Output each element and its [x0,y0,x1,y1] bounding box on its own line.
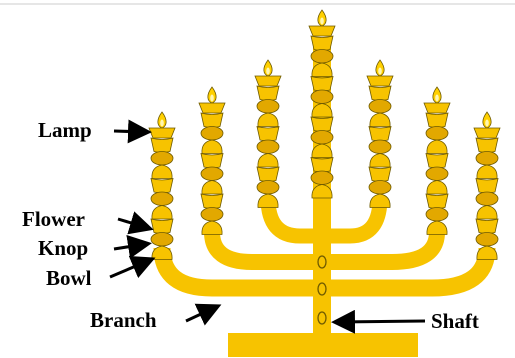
lamp-column [424,87,450,235]
bowl [369,127,391,142]
knop [201,127,223,141]
labels: Lamp Flower Knop Bowl Branch Shaft [22,118,479,333]
knop [311,50,333,64]
bowl [369,86,391,101]
knop [426,167,448,181]
knop [476,152,498,166]
bowl [426,194,448,209]
label-branch: Branch [90,308,157,332]
lamp-cup [367,76,393,86]
knop [369,140,391,154]
lamp-cup [474,128,500,138]
lamp-cup [149,128,175,138]
knop [311,131,333,145]
lamp-cup [424,103,450,113]
bowl [426,154,448,169]
flame-core [485,120,489,127]
bowl [311,36,333,51]
bowl [476,179,498,194]
flame-core [160,120,164,127]
knop [311,90,333,104]
flame-core [435,95,439,102]
lamp-column [149,112,175,260]
flower [370,113,390,127]
flower [477,206,497,220]
arrow-branch [186,307,216,321]
knop [426,127,448,141]
flower [258,194,278,208]
label-knop: Knop [38,236,88,260]
knop [476,233,498,247]
knop [257,100,279,114]
lamp-cup [255,76,281,86]
bowl [151,138,173,153]
bowl [257,167,279,182]
lamp-column [309,10,335,198]
flower [427,140,447,154]
bowl [151,219,173,234]
flower [152,165,172,179]
flower [202,181,222,195]
knop [201,167,223,181]
bowl [311,158,333,173]
flower [427,181,447,195]
arrow-lamp [114,131,146,132]
knop [369,100,391,114]
bowl [257,86,279,101]
arrow-shaft [337,321,425,322]
knop [426,208,448,222]
flower [370,194,390,208]
menorah [149,10,500,357]
flower [258,154,278,168]
bowl [311,77,333,92]
lamp-column [199,87,225,235]
knop [151,233,173,247]
bowl [151,179,173,194]
knop [257,181,279,195]
arrow-knop [114,244,146,249]
flower [202,221,222,235]
knop [151,192,173,206]
menorah-base [228,333,418,357]
label-shaft: Shaft [431,309,479,333]
label-lamp: Lamp [38,118,92,142]
flower [258,113,278,127]
flower [427,221,447,235]
bowl [257,127,279,142]
lamp-column [367,60,393,208]
knop [311,171,333,185]
knop [369,181,391,195]
bowl [201,113,223,128]
knop [476,192,498,206]
flame-core [320,18,324,25]
knop [201,208,223,222]
lamp-cup [199,103,225,113]
bowl [476,138,498,153]
flower [202,140,222,154]
label-flower: Flower [22,207,85,231]
bowl [476,219,498,234]
arrow-bowl [110,260,150,277]
bowl [426,113,448,128]
flame-core [266,68,270,75]
lamp-column [474,112,500,260]
flower [152,206,172,220]
bowl [311,117,333,132]
flame-core [378,68,382,75]
lamp-column [255,60,281,208]
flower [370,154,390,168]
arrow-flower [118,219,148,228]
bowl [201,194,223,209]
flame-core [210,95,214,102]
bowl [201,154,223,169]
flower [477,165,497,179]
bowl [369,167,391,182]
lamp-cup [309,26,335,36]
knop [257,140,279,154]
label-bowl: Bowl [46,266,92,290]
knop [151,152,173,166]
